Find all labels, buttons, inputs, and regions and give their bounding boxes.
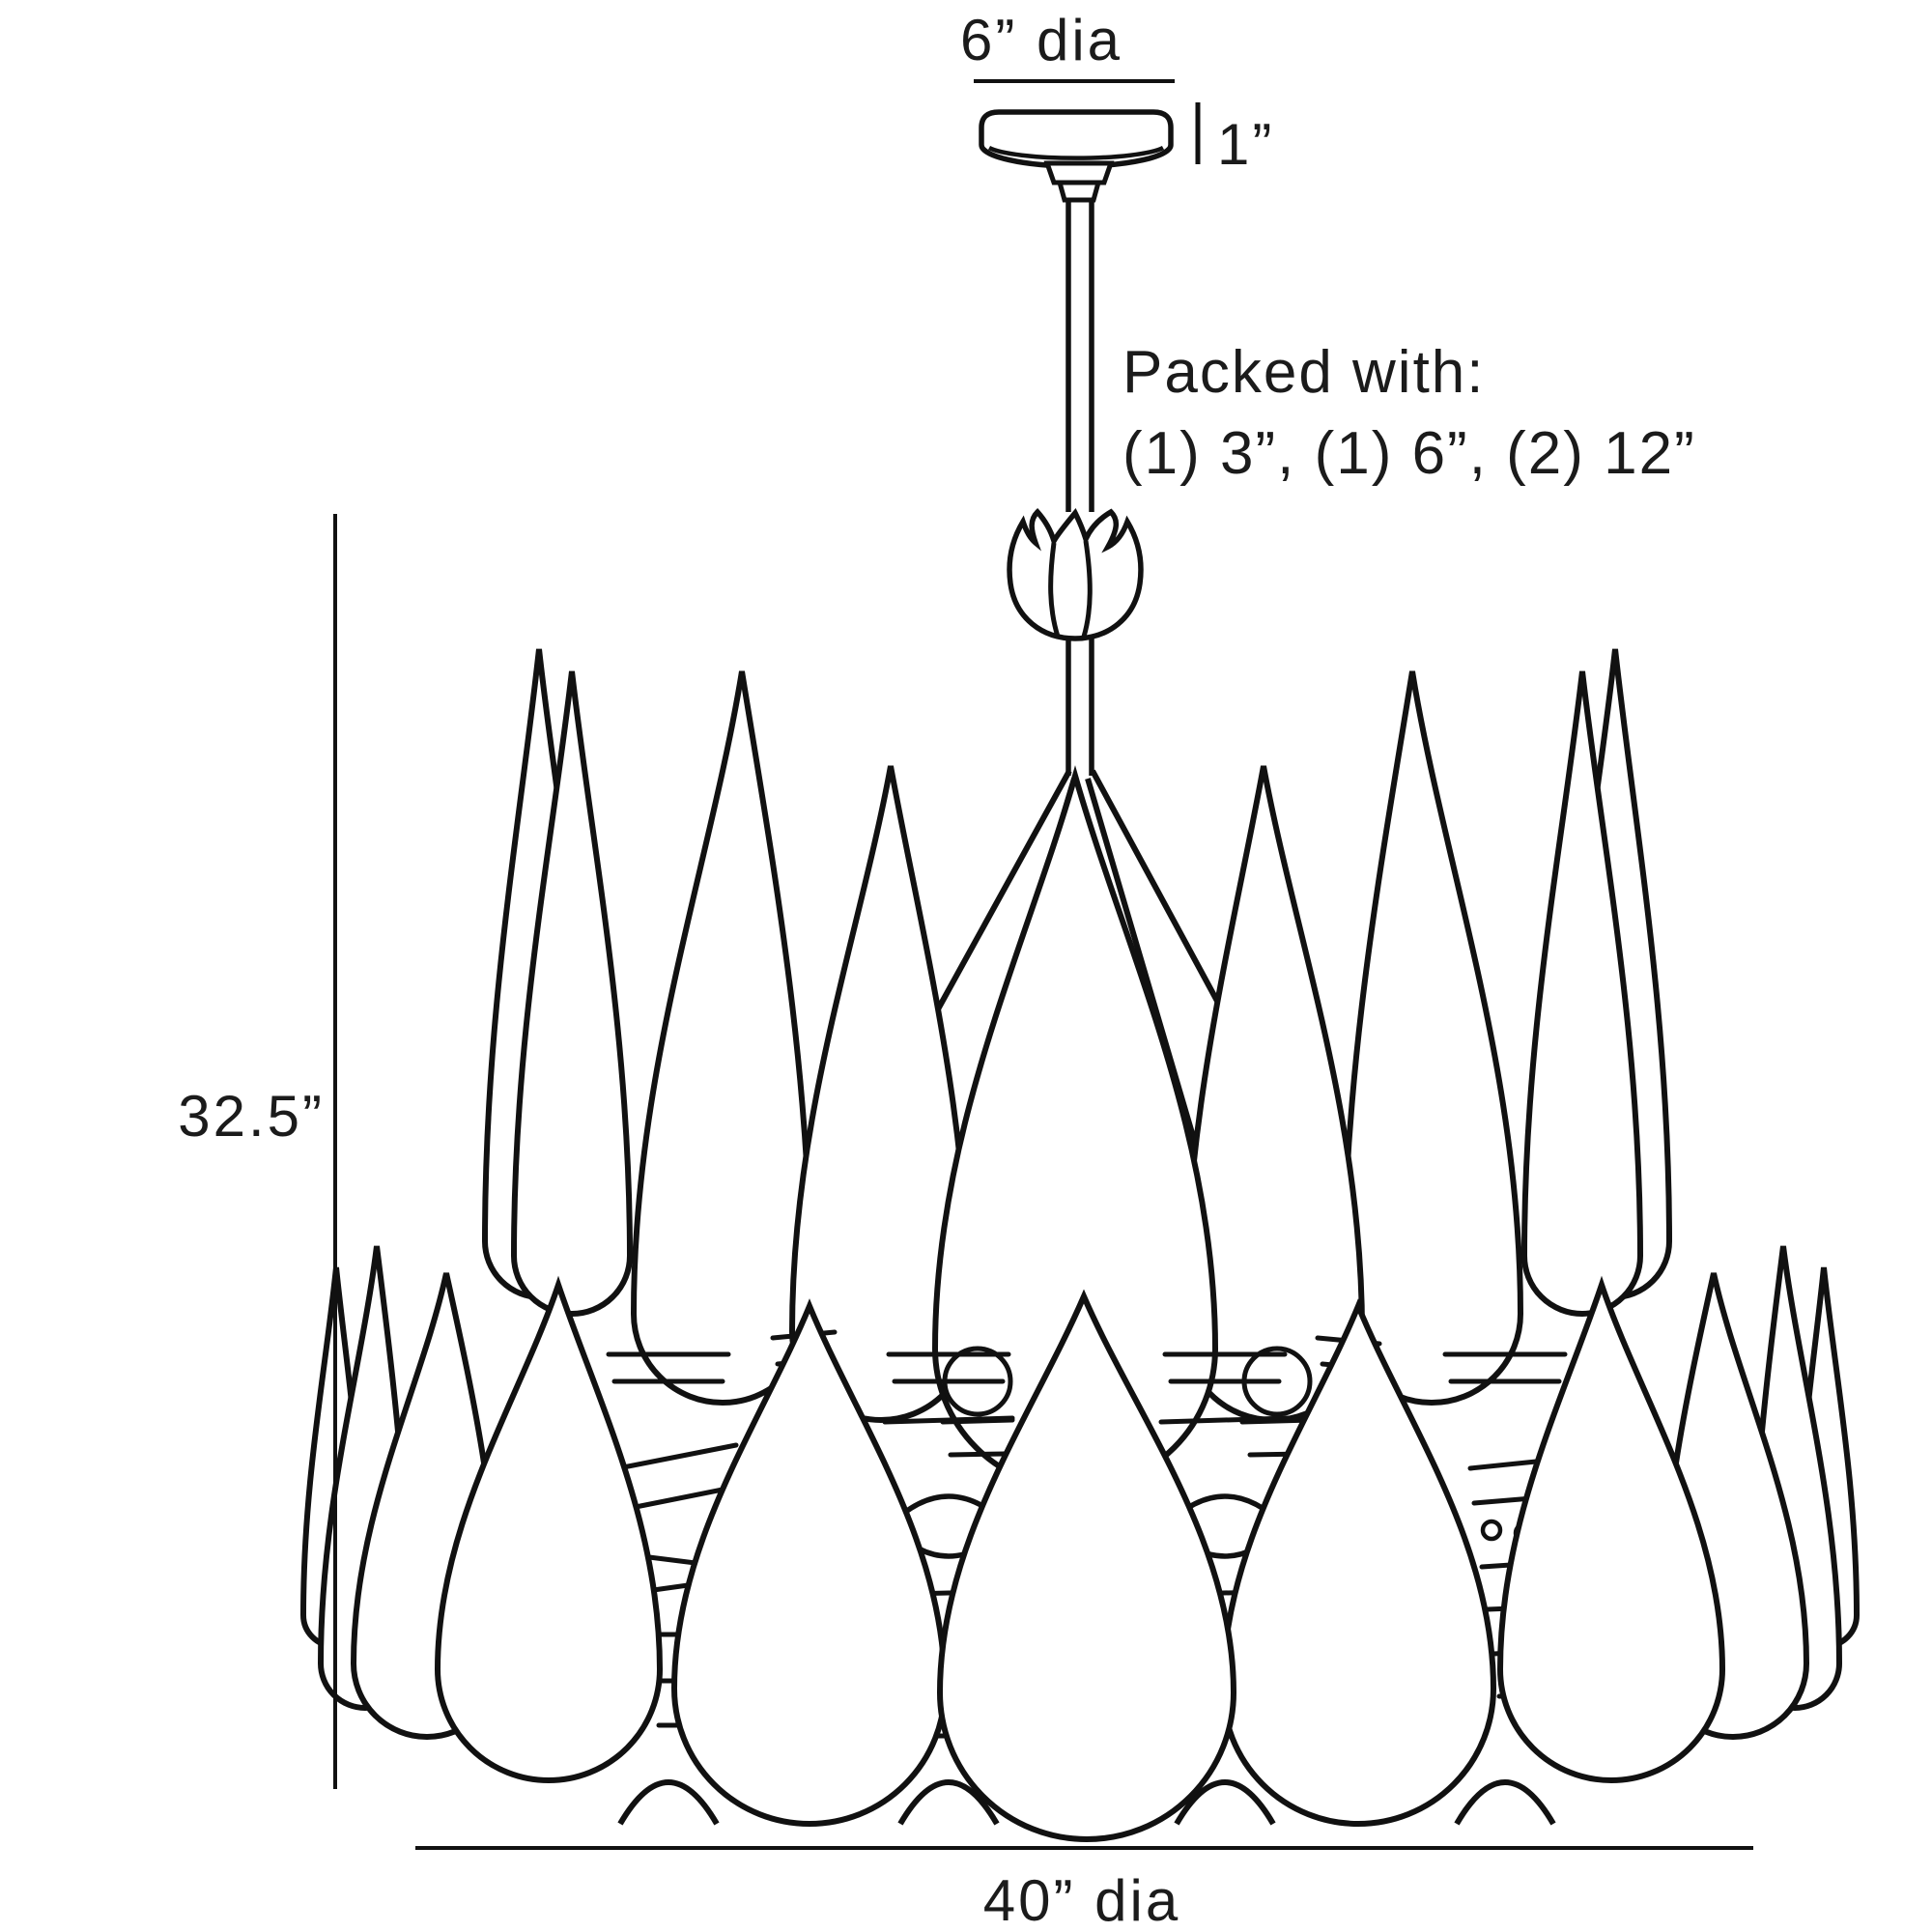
upper-petal-left-outer-inner-edge — [510, 670, 634, 1317]
back-petal-tip — [897, 1779, 1000, 1826]
upper-petal-left-2 — [630, 670, 815, 1406]
frame-rung — [948, 1451, 1008, 1458]
upper-petal-right-outer-inner-edge — [1520, 670, 1644, 1317]
canopy-height-label: 1” — [1217, 112, 1274, 177]
ceiling-canopy — [979, 109, 1174, 203]
packing-note-line2: (1) 3”, (1) 6”, (2) 12” — [1122, 420, 1696, 487]
frame-rung — [1239, 1417, 1315, 1425]
lower-petal-right-2 — [1496, 1275, 1726, 1783]
upper-petal-right-2 — [1339, 670, 1524, 1406]
upper-petal-left-1 — [788, 765, 974, 1423]
fixture-height-label: 32.5” — [178, 1084, 325, 1149]
lower-petal-left-1 — [670, 1298, 949, 1827]
frame-rung — [615, 1442, 739, 1471]
back-petal-tip — [1174, 1779, 1276, 1826]
frame-rung — [1158, 1415, 1292, 1425]
packing-note-line1: Packed with: — [1122, 339, 1486, 406]
screw-dot — [1480, 1519, 1503, 1542]
height-dimension: 32.5” — [178, 514, 337, 1789]
lower-petal-tier — [299, 1245, 1861, 1842]
frame-rung — [623, 1485, 735, 1512]
rod-packing-note: Packed with: (1) 3”, (1) 6”, (2) 12” — [1122, 339, 1696, 487]
back-petal-tip — [617, 1779, 720, 1826]
hang-rod — [1065, 153, 1094, 776]
lower-petal-center — [936, 1289, 1237, 1842]
lower-petal-left-2 — [434, 1275, 664, 1783]
canopy-height-dimension: 1” — [1195, 102, 1274, 177]
back-petal-tip — [1454, 1779, 1556, 1826]
canopy-dimension: 6” dia — [960, 8, 1175, 83]
lower-petal-right-1 — [1219, 1298, 1497, 1827]
canopy-hub — [1043, 160, 1115, 185]
width-dimension: 40” dia — [415, 1846, 1753, 1932]
frame-rung — [882, 1415, 1015, 1425]
tulip-finial — [1007, 507, 1144, 641]
upper-petal-tier — [481, 648, 1673, 1492]
canopy-diameter-label: 6” dia — [960, 8, 1122, 72]
fixture-diameter-label: 40” dia — [983, 1868, 1180, 1932]
frame-rung — [1467, 1458, 1548, 1471]
